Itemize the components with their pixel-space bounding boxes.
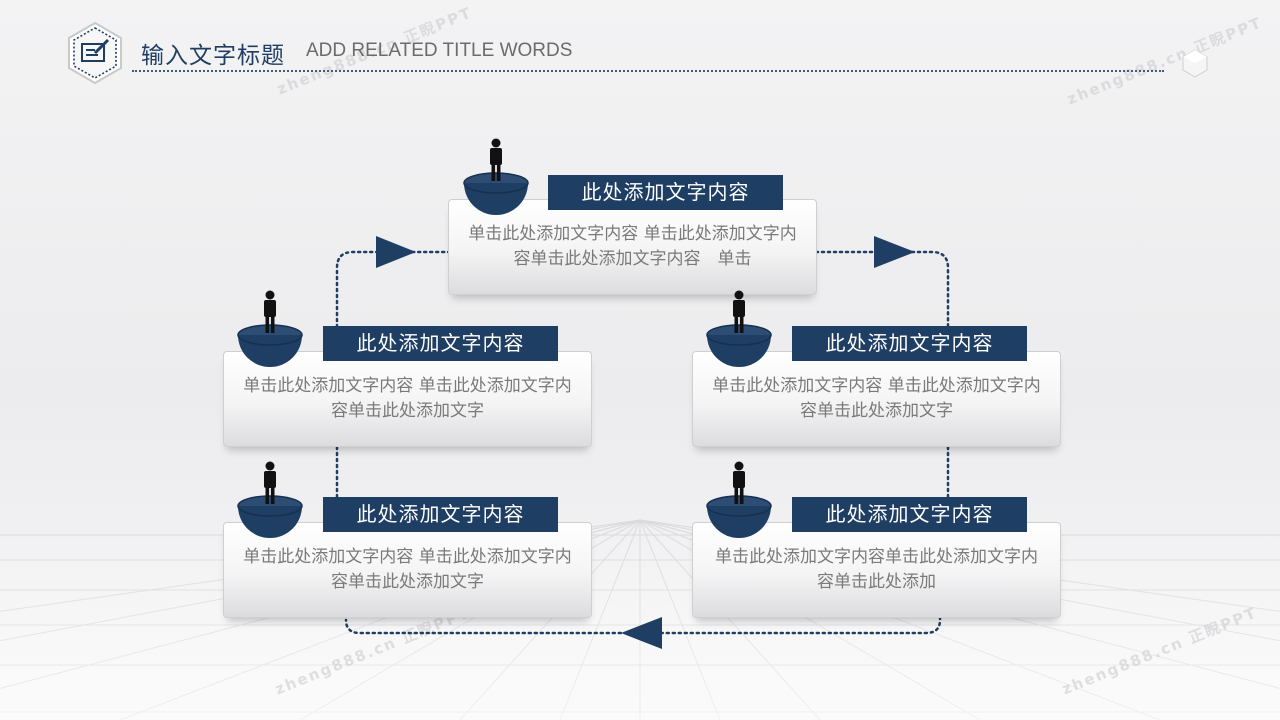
step-card-4: 单击此处添加文字内容 单击此处添加文字内容单击此处添加文字 xyxy=(223,522,592,618)
step-text: 单击此处添加文字内容 单击此处添加文字内容单击此处添加文字 xyxy=(243,547,572,592)
step-label-5: 此处添加文字内容 xyxy=(792,497,1027,532)
edit-document-icon xyxy=(68,21,122,85)
person-on-pedestal-icon xyxy=(463,138,529,215)
step-text: 单击此处添加文字内容 单击此处添加文字内容单击此处添加文字 xyxy=(712,376,1041,421)
step-card-3: 单击此处添加文字内容 单击此处添加文字内容单击此处添加文字 xyxy=(692,351,1061,447)
step-label-2: 此处添加文字内容 xyxy=(323,326,558,361)
page-title: 输入文字标题 xyxy=(141,43,285,69)
triangle-arrow-icon xyxy=(376,236,416,268)
person-on-pedestal-icon xyxy=(706,290,772,367)
person-on-pedestal-icon xyxy=(706,461,772,538)
hexagon-gem-icon xyxy=(1182,49,1208,78)
step-card-2: 单击此处添加文字内容 单击此处添加文字内容单击此处添加文字 xyxy=(223,351,592,447)
step-text: 单击此处添加文字内容单击此处添加文字内容单击此处添加 xyxy=(715,547,1038,592)
step-label-3: 此处添加文字内容 xyxy=(792,326,1027,361)
step-card-5: 单击此处添加文字内容单击此处添加文字内容单击此处添加 xyxy=(692,522,1061,618)
person-on-pedestal-icon xyxy=(237,461,303,538)
step-card-1: 单击此处添加文字内容 单击此处添加文字内容单击此处添加文字内容 单击 xyxy=(448,199,817,295)
step-text: 单击此处添加文字内容 单击此处添加文字内容单击此处添加文字内容 单击 xyxy=(468,224,797,269)
step-label-4: 此处添加文字内容 xyxy=(323,497,558,532)
person-on-pedestal-icon xyxy=(237,290,303,367)
step-text: 单击此处添加文字内容 单击此处添加文字内容单击此处添加文字 xyxy=(243,376,572,421)
triangle-arrow-icon xyxy=(874,236,915,268)
header-divider xyxy=(132,70,1164,72)
step-label-1: 此处添加文字内容 xyxy=(548,175,783,210)
page-subtitle: ADD RELATED TITLE WORDS xyxy=(306,40,573,61)
triangle-arrow-icon xyxy=(621,617,662,649)
